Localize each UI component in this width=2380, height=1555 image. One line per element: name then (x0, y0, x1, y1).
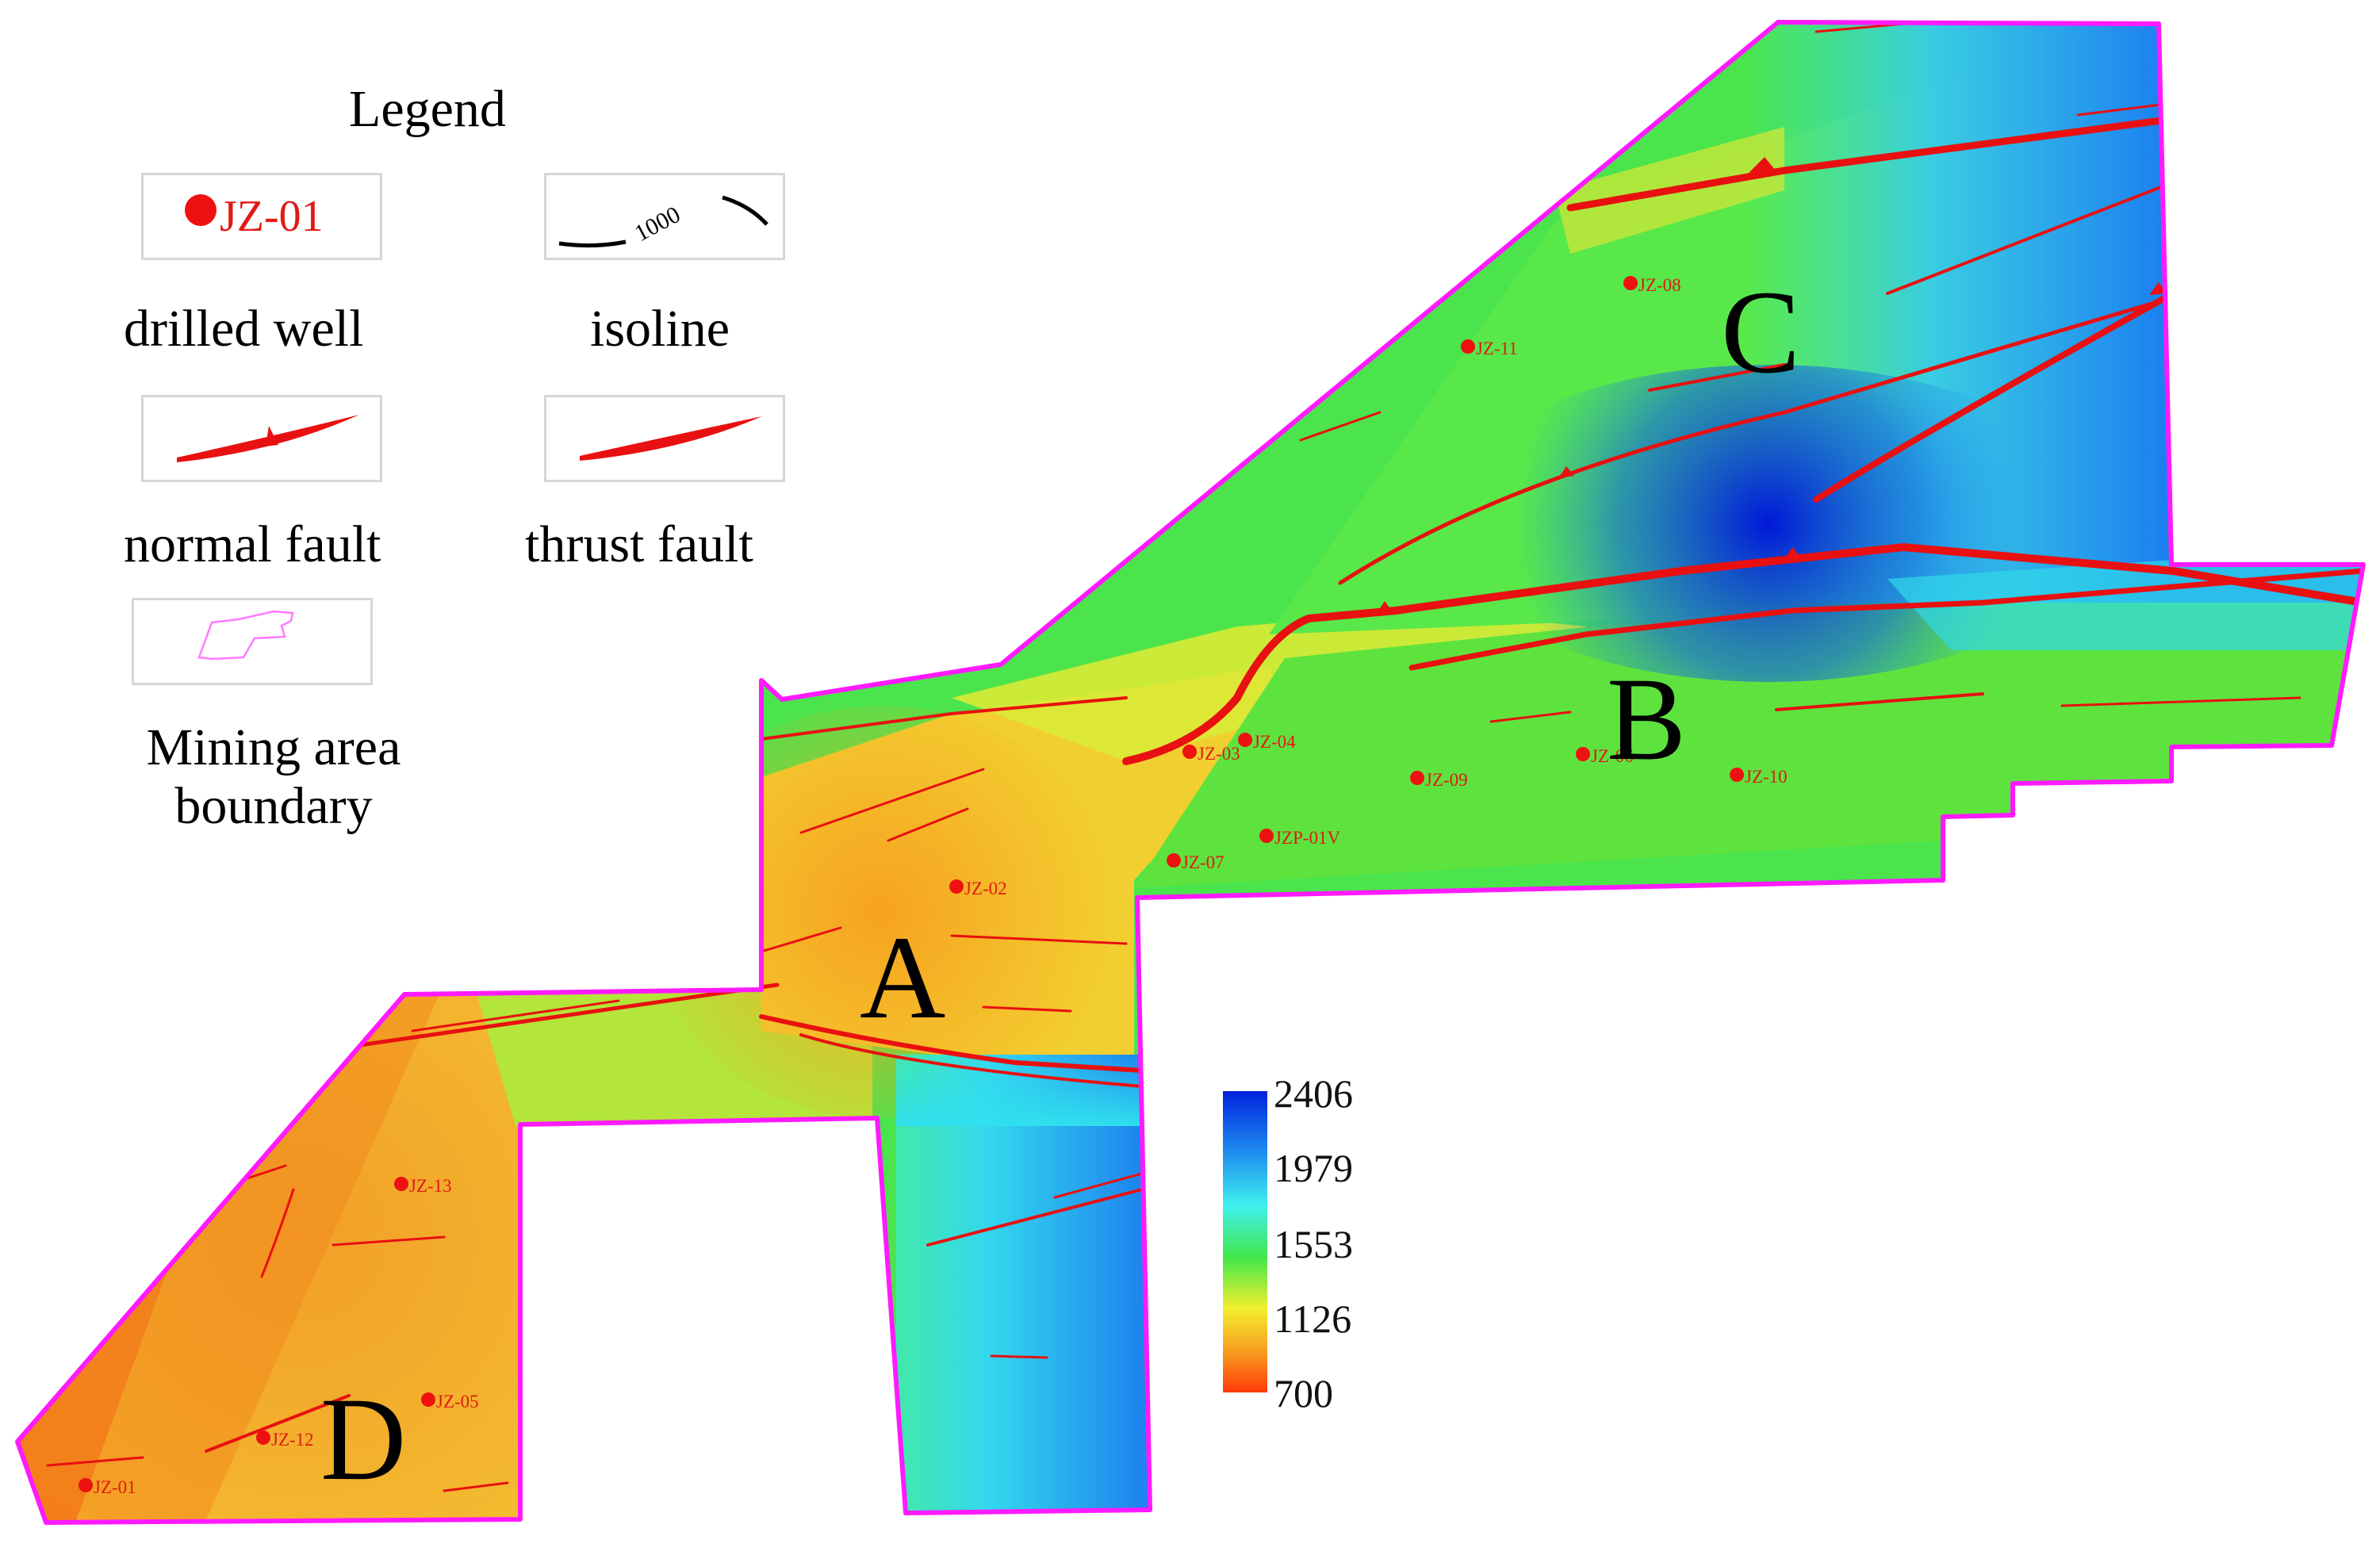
legend-title: Legend (349, 80, 506, 138)
fault-a-2 (799, 768, 985, 834)
legend-isoline-label: isoline (590, 300, 730, 358)
fault-a-3 (887, 807, 969, 842)
svg-text:JZ-05: JZ-05 (436, 1392, 479, 1411)
well-jz-06[interactable]: JZ-06 (1576, 746, 1634, 766)
fault-a-6 (982, 1005, 1072, 1013)
boundary-icon (197, 610, 294, 661)
well-jz-09[interactable]: JZ-09 (1410, 770, 1468, 790)
fault-ad-2 (799, 1033, 1144, 1088)
svg-text:JZ-01: JZ-01 (94, 1477, 136, 1497)
well-jz-07[interactable]: JZ-07 (1167, 852, 1224, 872)
red-dot-icon (185, 194, 217, 226)
svg-text:JZ-12: JZ-12 (271, 1430, 314, 1450)
legend-boundary-line1: Mining area (146, 718, 401, 776)
legend-thrust-fault-label: thrust fault (525, 515, 753, 573)
legend-normal-fault-label: normal fault (124, 515, 381, 573)
colorbar-gradient (1223, 1091, 1267, 1392)
legend-boundary-line2: boundary (174, 776, 373, 835)
legend-isoline-box: 1000 (544, 173, 785, 260)
fault-lines (46, 22, 2363, 1492)
svg-text:JZ-07: JZ-07 (1182, 852, 1224, 872)
fault-c-2 (1813, 290, 2176, 503)
well-jz-11[interactable]: JZ-11 (1461, 339, 1518, 358)
thrust-fault-icon (580, 416, 762, 461)
fault-ad-3 (347, 982, 780, 1049)
colorbar (1223, 1091, 1267, 1392)
fault-d-1 (205, 1394, 351, 1453)
svg-text:JZ-03: JZ-03 (1198, 744, 1240, 764)
colorbar-tick-700: 700 (1274, 1371, 1333, 1415)
well-jz-08[interactable]: JZ-08 (1623, 275, 1681, 295)
fault-s-3 (990, 1354, 1048, 1359)
colorbar-tick-1979: 1979 (1274, 1146, 1353, 1190)
isoline-icon: 1000 (558, 195, 768, 248)
well-jzp-01v[interactable]: JZP-01V (1259, 828, 1340, 848)
fault-a-5 (950, 934, 1128, 945)
legend-drilled-well-label: drilled well (124, 300, 364, 358)
legend-drilled-well-box: JZ-01 (141, 173, 382, 260)
fault-d-2 (46, 1456, 144, 1467)
fault-c-7 (1299, 411, 1382, 442)
colorbar-tick-2406: 2406 (1274, 1071, 1353, 1116)
mining-area-boundary (15, 20, 2366, 1525)
svg-text:JZ-04: JZ-04 (1253, 732, 1296, 752)
well-jz-10[interactable]: JZ-10 (1730, 767, 1788, 787)
fault-s-1 (926, 1188, 1144, 1247)
fault-b-upper (1408, 568, 2363, 671)
drilled-wells: JZ-01 JZ-02 JZ-03 JZ-04 JZ-05 JZ-06 JZ-0… (79, 275, 1788, 1497)
svg-text:JZ-08: JZ-08 (1638, 275, 1681, 295)
svg-text:1000: 1000 (630, 201, 684, 247)
zone-label-a: A (860, 912, 946, 1044)
fault-b-3 (1489, 710, 1572, 723)
legend-well-sample: JZ-01 (220, 192, 324, 241)
fault-c-3 (1338, 295, 2175, 585)
legend-thrust-fault-box (544, 395, 785, 482)
fault-c-4 (1648, 363, 1786, 392)
fault-ad-long (759, 1014, 1144, 1073)
svg-text:JZ-06: JZ-06 (1591, 746, 1634, 766)
main-fault (1122, 542, 2363, 765)
normal-fault-icon (177, 415, 359, 462)
well-jz-02[interactable]: JZ-02 (949, 879, 1007, 898)
well-jz-04[interactable]: JZ-04 (1238, 732, 1296, 752)
fault-b-2 (2060, 696, 2301, 707)
fault-d-6 (260, 1188, 295, 1278)
fault-ad-4 (411, 999, 620, 1032)
fault-d-4 (332, 1235, 446, 1247)
fault-ticks (1376, 157, 2167, 615)
legend-normal-fault-box (141, 395, 382, 482)
fault-c-5 (1886, 181, 2175, 295)
legend-boundary-box (132, 598, 373, 685)
fault-c-6 (2076, 101, 2175, 117)
svg-text:JZP-01V: JZP-01V (1274, 828, 1340, 848)
colorbar-tick-1126: 1126 (1274, 1296, 1352, 1341)
svg-text:JZ-02: JZ-02 (964, 879, 1007, 898)
colorbar-tick-1553: 1553 (1274, 1222, 1353, 1266)
zone-label-d: D (320, 1373, 407, 1505)
zone-label-c: C (1721, 266, 1801, 398)
legend-boundary-label: Mining area boundary (103, 718, 444, 836)
well-jz-01[interactable]: JZ-01 (79, 1477, 136, 1497)
well-jz-12[interactable]: JZ-12 (256, 1430, 314, 1450)
fault-d-5 (443, 1481, 509, 1492)
zone-label-b: B (1607, 653, 1687, 785)
fault-a-4 (760, 926, 842, 953)
fault-c-1 (1566, 115, 2177, 212)
svg-text:JZ-11: JZ-11 (1476, 339, 1518, 358)
well-jz-05[interactable]: JZ-05 (421, 1392, 479, 1411)
fault-s-2 (1053, 1172, 1144, 1199)
svg-text:JZ-09: JZ-09 (1425, 770, 1468, 790)
svg-text:JZ-10: JZ-10 (1745, 767, 1788, 787)
fault-b-1 (1775, 692, 1984, 711)
well-jz-13[interactable]: JZ-13 (394, 1176, 452, 1196)
well-jz-03[interactable]: JZ-03 (1182, 744, 1240, 764)
svg-text:JZ-13: JZ-13 (409, 1176, 452, 1196)
fault-c-8 (1815, 22, 1905, 33)
fault-a-1 (760, 696, 1128, 741)
